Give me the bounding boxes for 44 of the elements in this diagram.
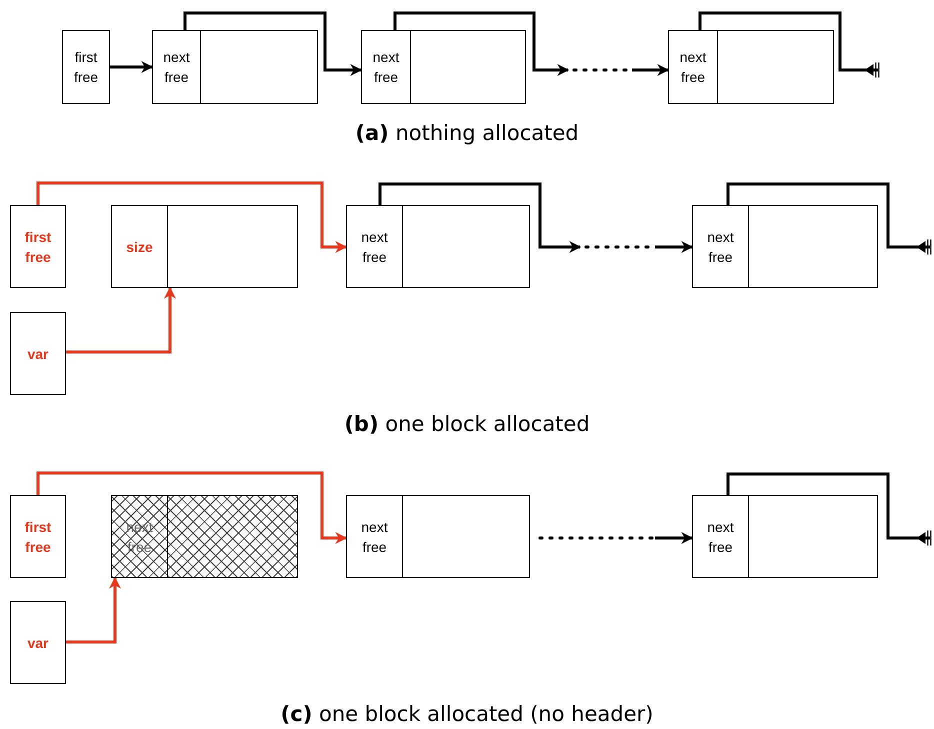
memory-block <box>668 30 834 104</box>
arrow <box>66 576 121 644</box>
arrow <box>726 182 932 256</box>
memory-block <box>361 30 526 104</box>
memory-block <box>346 205 530 288</box>
node-label: var <box>26 344 50 364</box>
node-label: first free <box>24 518 52 556</box>
memory-block <box>692 205 878 288</box>
subfigure-caption: (a) nothing allocated <box>355 120 579 147</box>
arrow <box>394 12 570 76</box>
node-label: next free <box>678 48 708 87</box>
pointer-box <box>10 312 66 395</box>
memory-block <box>692 495 878 578</box>
arrow <box>698 12 880 78</box>
memory-block <box>111 205 298 288</box>
subfigure-caption: (b) one block allocated <box>344 411 590 438</box>
node-label: size <box>125 238 154 256</box>
node-label: next free <box>706 228 735 266</box>
arrow <box>655 532 694 544</box>
node-label: next free <box>360 228 389 266</box>
arrow <box>632 64 670 76</box>
node-label: next free <box>372 48 400 87</box>
arrow <box>110 61 154 73</box>
pointer-box <box>10 205 66 288</box>
node-label: next free <box>706 518 735 556</box>
arrow <box>378 182 582 253</box>
memory-block <box>346 495 530 578</box>
node-label: var <box>26 634 50 652</box>
pointer-box <box>10 495 66 578</box>
node-label: next free <box>360 518 389 556</box>
arrow <box>66 286 176 354</box>
node-label: next free <box>162 48 191 87</box>
arrow <box>655 241 694 253</box>
pointer-box <box>62 30 110 104</box>
allocated-block <box>111 495 298 578</box>
node-label: first free <box>24 228 52 266</box>
arrow <box>36 472 348 544</box>
node-label: first free <box>72 48 100 87</box>
subfigure-caption: (c) one block allocated (no header) <box>280 701 654 728</box>
pointer-box <box>10 601 66 684</box>
arrow <box>726 472 932 546</box>
arrow <box>36 182 348 253</box>
arrow <box>184 12 362 76</box>
memory-block <box>152 30 318 104</box>
